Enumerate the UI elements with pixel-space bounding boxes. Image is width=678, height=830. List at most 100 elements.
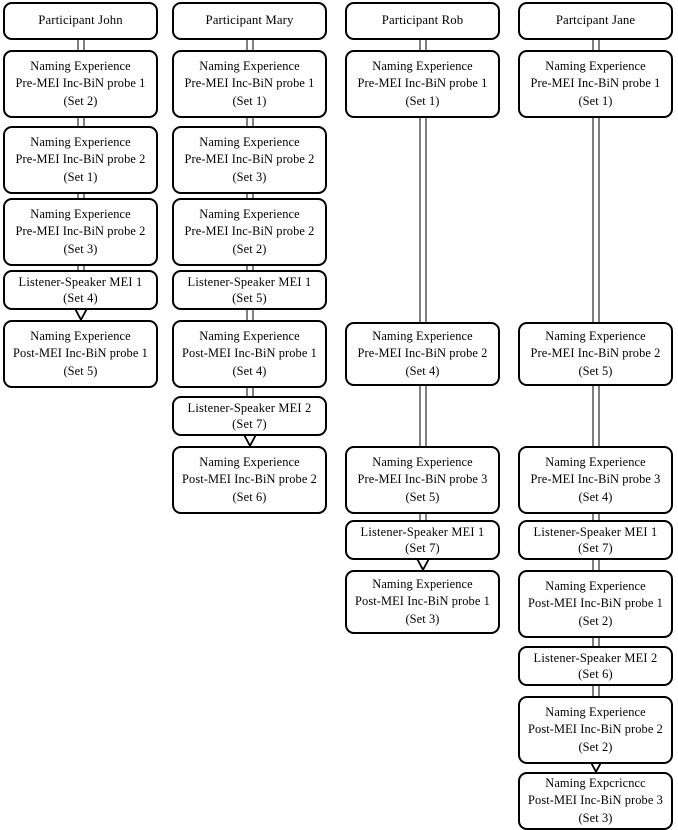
step-text-line: Naming Experience bbox=[30, 135, 131, 150]
step-text-line: Naming Experience bbox=[372, 577, 473, 592]
step-text-line: Naming Experience bbox=[199, 135, 300, 150]
step-text-line: (Set 2) bbox=[578, 613, 613, 628]
step-text-line: Pre-MEI Inc-BiN probe 2 bbox=[15, 224, 146, 239]
participant-name: Partcipant Jane bbox=[555, 13, 636, 28]
step-text-line: (Set 1) bbox=[405, 93, 440, 108]
step-text-line: Pre-MEI Inc-BiN probe 2 bbox=[357, 346, 488, 361]
step-text-line: Naming Experience bbox=[545, 59, 646, 74]
step-text-line: (Set 7) bbox=[578, 541, 613, 555]
connector-line bbox=[592, 117, 599, 322]
step-text-line: (Set 2) bbox=[63, 93, 98, 108]
connector-line bbox=[246, 265, 253, 270]
mei-step-box: Listener-Speaker MEI 1(Set 5) bbox=[172, 270, 327, 310]
step-text-line: Naming Experience bbox=[545, 705, 646, 720]
step-text-line: (Set 5) bbox=[578, 363, 613, 378]
participant-name: Participant John bbox=[38, 13, 123, 28]
step-text-line: Pre-MEI Inc-BiN probe 3 bbox=[530, 472, 661, 487]
step-text-line: (Set 3) bbox=[63, 241, 98, 256]
connector-line bbox=[77, 117, 84, 126]
connector-line bbox=[246, 117, 253, 126]
step-text-line: Pre-MEI Inc-BiN probe 2 bbox=[184, 224, 315, 239]
step-text-line: (Set 5) bbox=[63, 363, 98, 378]
step-text-line: (Set 2) bbox=[578, 739, 613, 754]
step-text-line: Listener-Speaker MEI 2 bbox=[533, 650, 658, 665]
step-text-line: (Set 6) bbox=[232, 489, 267, 504]
step-text-line: Post-MEI Inc-BiN probe 1 bbox=[528, 596, 663, 611]
step-text-line: Naming Experience bbox=[545, 455, 646, 470]
connector-line bbox=[592, 385, 599, 446]
step-text-line: Pre-MEI Inc-BiN probe 2 bbox=[184, 152, 315, 167]
connector-line bbox=[592, 559, 599, 570]
connector-line bbox=[246, 39, 253, 50]
connector-line bbox=[592, 513, 599, 520]
step-text-line: Naming Experience bbox=[30, 59, 131, 74]
step-text-line: Listener-Speaker MEI 1 bbox=[360, 524, 485, 539]
mei-step-box: Listener-Speaker MEI 1(Set 4) bbox=[3, 270, 158, 310]
step-text-line: Naming Experience bbox=[372, 329, 473, 344]
step-text-line: Naming Experience bbox=[199, 207, 300, 222]
participant-name: Participant Rob bbox=[381, 13, 464, 28]
step-text-line: Pre-MEI Inc-BiN probe 2 bbox=[530, 346, 661, 361]
mei-step-box: Listener-Speaker MEI 1 (Set 7) bbox=[345, 520, 500, 560]
step-text-line: Naming Experience bbox=[30, 207, 131, 222]
step-text-line: Pre-MEI Inc-BiN probe 3 bbox=[357, 472, 488, 487]
participant-header-rob: Participant Rob bbox=[345, 2, 500, 40]
step-text-line: Naming Experience bbox=[372, 455, 473, 470]
connector-line bbox=[419, 513, 426, 520]
step-text-line: (Set 5) bbox=[232, 291, 267, 305]
participant-header-mary: Participant Mary bbox=[172, 2, 327, 40]
connector-line bbox=[77, 39, 84, 50]
step-text-line: (Set 7) bbox=[405, 541, 440, 555]
step-text-line: Naming Experience bbox=[30, 329, 131, 344]
step-text-line: Listener-Speaker MEI 2 bbox=[187, 400, 312, 415]
step-text-line: Naming Experience bbox=[545, 329, 646, 344]
step-text-line: (Set 3) bbox=[232, 169, 267, 184]
connector-line bbox=[592, 685, 599, 696]
step-text-line: Naming Experience bbox=[545, 579, 646, 594]
step-text-line: (Set 1) bbox=[578, 93, 613, 108]
step-text-line: (Set 4) bbox=[232, 363, 267, 378]
step-text-line: Post-MEI Inc-BiN probe 1 bbox=[13, 346, 148, 361]
step-text-line: Post-MEI Inc-BiN probe 1 bbox=[182, 346, 317, 361]
step-text-line: (Set 1) bbox=[63, 169, 98, 184]
step-text-line: Pre-MEI Inc-BiN probe 1 bbox=[530, 76, 661, 91]
connector-line bbox=[592, 39, 599, 50]
step-text-line: (Set 3) bbox=[405, 611, 440, 626]
step-text-line: Pre-MEI Inc-BiN probe 1 bbox=[15, 76, 146, 91]
step-text-line: (Set 3) bbox=[578, 810, 613, 825]
connector-line bbox=[419, 385, 426, 446]
step-text-line: Naming Expcricncc bbox=[545, 776, 646, 791]
step-text-line: Pre-MEI Inc-BiN probe 1 bbox=[184, 76, 315, 91]
step-text-line: (Set 4) bbox=[63, 291, 98, 305]
connector-line bbox=[419, 39, 426, 50]
step-text-line: Pre-MEI Inc-BiN probe 2 bbox=[15, 152, 146, 167]
connector-line bbox=[246, 309, 253, 320]
mei-step-box: Listener-Speaker MEI 2 (Set 7) bbox=[172, 396, 327, 436]
mei-step-box: Listener-Speaker MEI 2(Set 6) bbox=[518, 646, 673, 686]
participant-header-john: Participant John bbox=[3, 2, 158, 40]
step-text-line: Post-MEI Inc-BiN probe 1 bbox=[355, 594, 490, 609]
connector-line bbox=[419, 117, 426, 322]
step-text-line: (Set 7) bbox=[232, 417, 267, 431]
step-text-line: (Set 2) bbox=[232, 241, 267, 256]
step-text-line: Naming Experience bbox=[199, 455, 300, 470]
participant-name: Participant Mary bbox=[205, 13, 294, 28]
connector-line bbox=[77, 265, 84, 270]
